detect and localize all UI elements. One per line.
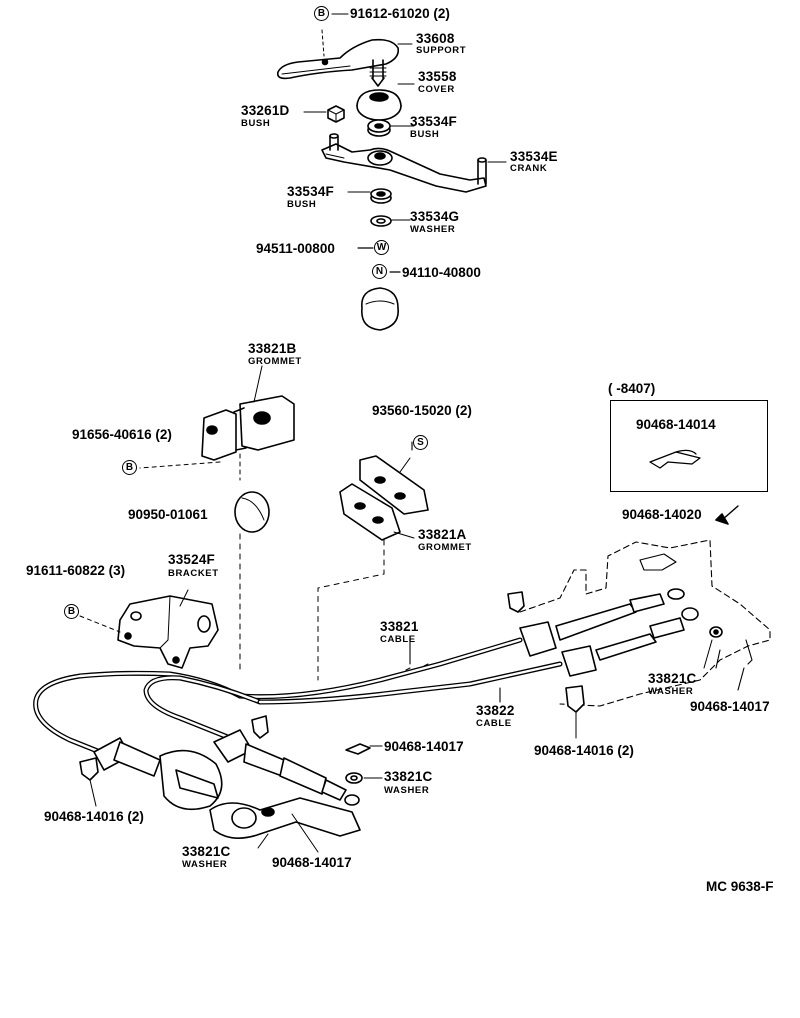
small-clip-mid	[345, 743, 383, 755]
left-cable-ends	[79, 715, 361, 853]
part-33821-name: CABLE	[380, 634, 416, 645]
part-33822-name: CABLE	[476, 718, 512, 729]
part-33821a-name: GROMMET	[418, 542, 472, 553]
cap-90950-drawing	[234, 491, 270, 671]
part-33558-number: 33558	[418, 69, 457, 84]
washer-33534g-drawing	[370, 215, 392, 227]
crank-drawing	[321, 133, 487, 193]
part-90468-14020-label: 90468-14020	[622, 507, 702, 522]
part-33821c-bottom-number: 33821C	[182, 844, 231, 859]
inset-period-label: ( -8407)	[608, 381, 656, 396]
bush-lower-drawing	[370, 188, 392, 204]
part-33821c-bottom-name: WASHER	[182, 859, 228, 870]
part-91611-label: 91611-60822 (3)	[26, 563, 126, 578]
drawing-code: MC 9638-F	[706, 879, 774, 894]
symbol-b-marker: B	[122, 460, 137, 475]
part-33534f-top-name: BUSH	[410, 129, 440, 140]
part-90950-label: 90950-01061	[128, 507, 208, 522]
part-33534e-number: 33534E	[510, 149, 558, 164]
part-33821c-mid-number: 33821C	[384, 769, 433, 784]
symbol-b-marker: B	[64, 604, 79, 619]
bracket-33524f-drawing	[79, 589, 219, 669]
part-90468-14016-left-label: 90468-14016 (2)	[44, 809, 144, 824]
top-leaders	[303, 13, 507, 221]
part-33821b-number: 33821B	[248, 341, 297, 356]
part-33821c-right-number: 33821C	[648, 671, 697, 686]
part-90468-14017-bottom-label: 90468-14017	[272, 855, 352, 870]
cable-33822-drawing	[143, 661, 563, 741]
part-33821c-mid-name: WASHER	[384, 785, 430, 796]
clips-right	[507, 591, 713, 739]
part-90468-14017-right-label: 90468-14017	[690, 699, 770, 714]
part-33534e-name: CRANK	[510, 163, 548, 174]
symbol-n-marker: N	[372, 264, 387, 279]
part-93560-label: 93560-15020 (2)	[372, 403, 472, 418]
part-33261d-name: BUSH	[241, 118, 271, 129]
part-94511-label: 94511-00800	[256, 241, 335, 256]
bush-upper-drawing	[367, 119, 391, 137]
part-33821a-number: 33821A	[418, 527, 467, 542]
part-33821-number: 33821	[380, 619, 419, 634]
inset-clip-drawing	[649, 449, 701, 469]
right-cable-ends	[519, 588, 723, 677]
part-33608-name: SUPPORT	[416, 45, 467, 56]
part-90468-14017-mid-label: 90468-14017	[384, 739, 464, 754]
part-33534f-bottom-name: BUSH	[287, 199, 317, 210]
part-33822-number: 33822	[476, 703, 515, 718]
inset-box	[610, 400, 768, 492]
support-arm-drawing	[276, 29, 400, 87]
part-91612-label: 91612-61020 (2)	[350, 6, 450, 21]
cover-drawing	[356, 89, 402, 121]
part-33821c-right-name: WASHER	[648, 686, 694, 697]
part-33534f-bottom-number: 33534F	[287, 184, 334, 199]
symbol-b-marker: B	[314, 6, 329, 21]
part-94110-label: 94110-40800	[402, 265, 481, 280]
shift-knob-drawing	[361, 287, 399, 331]
part-91656-label: 91656-40616 (2)	[72, 427, 172, 442]
part-33558-name: COVER	[418, 84, 455, 95]
part-33524f-number: 33524F	[168, 552, 215, 567]
part-33608-number: 33608	[416, 31, 455, 46]
transmission-outline	[519, 539, 771, 707]
part-33534f-top-number: 33534F	[410, 114, 457, 129]
symbol-s-marker: S	[413, 435, 428, 450]
bush-33261d-drawing	[327, 105, 345, 123]
part-90468-14016-right-label: 90468-14016 (2)	[534, 743, 634, 758]
part-33524f-name: BRACKET	[168, 568, 219, 579]
inset-part-label: 90468-14014	[636, 417, 716, 432]
part-33534g-name: WASHER	[410, 224, 456, 235]
part-33821b-name: GROMMET	[248, 356, 302, 367]
part-33534g-number: 33534G	[410, 209, 460, 224]
part-33261d-number: 33261D	[241, 103, 290, 118]
grommet-33821b-drawing	[139, 365, 295, 481]
grommet-33821a-drawing	[317, 455, 429, 681]
small-washer-mid	[345, 772, 383, 784]
symbol-w-marker: W	[374, 240, 389, 255]
inset-arrow	[715, 505, 739, 525]
